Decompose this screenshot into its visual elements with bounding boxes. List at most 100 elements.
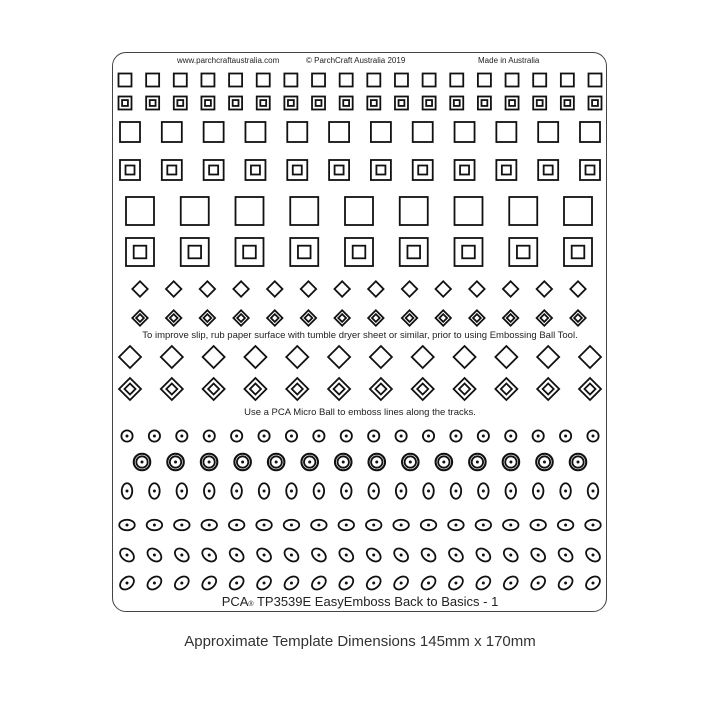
double-diamond-icon <box>494 376 519 402</box>
tilted-ellipse-right-icon <box>530 575 546 591</box>
diamond-icon <box>164 280 183 298</box>
registered-mark: ® <box>248 601 254 608</box>
double-diamond-icon <box>117 376 143 402</box>
tilted-ellipse-left-icon <box>448 547 464 563</box>
double-square-icon <box>283 95 299 111</box>
tilted-ellipse-left-icon <box>585 547 601 563</box>
double-square-icon <box>117 95 133 111</box>
double-square-icon <box>255 95 271 111</box>
double-square-icon <box>421 95 437 111</box>
square-icon <box>283 72 299 88</box>
vertical-ellipse-icon <box>532 482 545 500</box>
diamond-icon <box>299 280 318 298</box>
square-icon <box>398 196 429 226</box>
diamond-icon <box>501 280 520 298</box>
tilted-ellipse-right-icon <box>475 575 492 591</box>
double-diamond-icon <box>198 309 217 327</box>
horizontal-ellipse-icon <box>145 518 164 532</box>
square-icon <box>453 196 484 226</box>
vertical-ellipse-icon <box>340 482 353 500</box>
double-square-icon <box>228 95 243 111</box>
made-in-text: Made in Australia <box>478 56 540 65</box>
tilted-ellipse-right-icon <box>119 575 135 591</box>
target-circle-icon <box>300 452 319 472</box>
double-diamond-icon <box>452 376 477 402</box>
tilted-ellipse-right-icon <box>448 575 464 591</box>
horizontal-ellipse-icon <box>255 518 273 532</box>
square-icon <box>532 72 548 88</box>
double-square-icon <box>160 159 183 181</box>
double-diamond-icon <box>467 309 486 327</box>
target-circle-icon <box>166 452 185 472</box>
tilted-ellipse-right-icon <box>585 575 601 591</box>
target-circle-icon <box>401 452 420 472</box>
horizontal-ellipse-icon <box>365 518 383 532</box>
double-square-icon <box>563 237 593 267</box>
square-icon <box>394 72 409 88</box>
tilted-ellipse-right-icon <box>557 575 574 591</box>
diamond-icon <box>434 280 453 298</box>
square-icon <box>477 72 492 88</box>
double-square-icon <box>328 159 350 181</box>
double-square-icon <box>587 95 603 111</box>
vertical-ellipse-icon <box>230 482 243 500</box>
dot-circle-icon <box>339 429 353 443</box>
double-square-icon <box>508 237 539 267</box>
dimensions-caption: Approximate Template Dimensions 145mm x … <box>184 633 536 650</box>
double-diamond-icon <box>569 309 587 327</box>
tilted-ellipse-right-icon <box>228 575 245 591</box>
square-icon <box>202 121 225 143</box>
diamond-icon <box>198 280 217 298</box>
dot-circle-icon <box>147 429 161 443</box>
double-diamond-icon <box>434 309 453 327</box>
horizontal-ellipse-icon <box>474 518 493 532</box>
square-icon <box>495 121 518 143</box>
square-icon <box>563 196 593 226</box>
square-icon <box>453 121 476 143</box>
horizontal-ellipse-icon <box>282 518 301 532</box>
double-square-icon <box>495 159 518 181</box>
double-diamond-icon <box>299 309 318 327</box>
dot-circle-icon <box>284 429 298 443</box>
double-square-icon <box>453 237 484 267</box>
diamond-icon <box>467 280 486 298</box>
horizontal-ellipse-icon <box>556 518 575 532</box>
diamond-icon <box>159 344 185 370</box>
square-icon <box>366 72 382 88</box>
vertical-ellipse-icon <box>148 482 161 500</box>
vertical-ellipse-icon <box>477 482 490 500</box>
dot-circle-icon <box>559 429 573 443</box>
double-diamond-icon <box>164 309 183 327</box>
dot-circle-icon <box>120 429 134 443</box>
double-square-icon <box>504 95 520 111</box>
double-diamond-icon <box>366 309 385 327</box>
dot-circle-icon <box>202 429 216 443</box>
tilted-ellipse-left-icon <box>502 547 519 563</box>
copyright-text: © ParchCraft Australia 2019 <box>306 56 406 65</box>
tilted-ellipse-right-icon <box>174 575 190 591</box>
horizontal-ellipse-icon <box>200 518 218 532</box>
tilted-ellipse-right-icon <box>420 575 437 591</box>
double-diamond-icon <box>333 309 352 327</box>
tilted-ellipse-left-icon <box>475 547 492 563</box>
tilted-ellipse-right-icon <box>338 575 355 591</box>
double-square-icon <box>398 237 429 267</box>
dot-circle-icon <box>586 429 600 443</box>
tilted-ellipse-right-icon <box>201 575 218 591</box>
dot-circle-icon <box>504 429 518 443</box>
diamond-icon <box>569 280 587 298</box>
square-icon <box>449 72 465 88</box>
diamond-icon <box>368 344 394 370</box>
square-icon <box>255 72 271 88</box>
square-icon <box>338 72 354 88</box>
tilted-ellipse-left-icon <box>338 547 355 563</box>
vertical-ellipse-icon <box>367 482 380 500</box>
tilted-ellipse-left-icon <box>393 547 409 563</box>
tilted-ellipse-left-icon <box>530 547 546 563</box>
tilted-ellipse-right-icon <box>256 575 272 591</box>
square-icon <box>179 196 210 226</box>
square-icon <box>328 121 350 143</box>
double-square-icon <box>338 95 354 111</box>
double-diamond-icon <box>201 376 226 402</box>
tilted-ellipse-left-icon <box>146 547 163 563</box>
